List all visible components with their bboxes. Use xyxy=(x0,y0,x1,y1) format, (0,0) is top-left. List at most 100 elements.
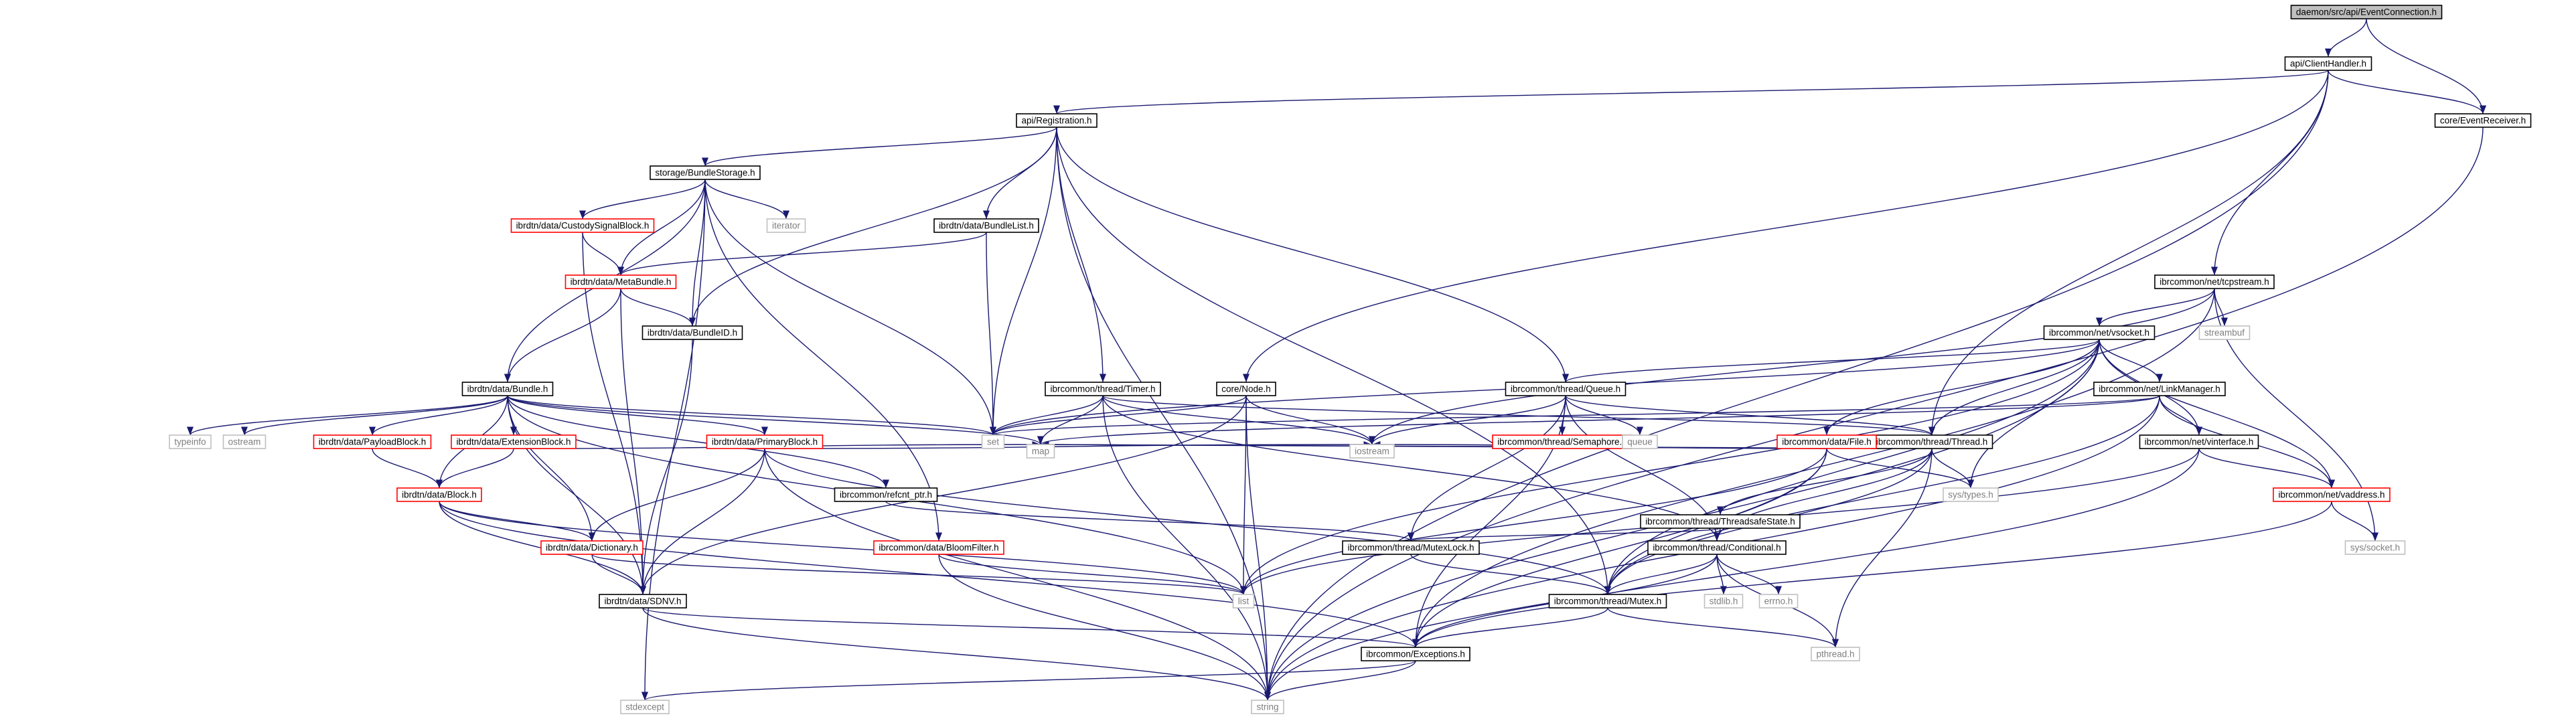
node-custodysignal[interactable]: ibrdtn/data/CustodySignalBlock.h xyxy=(510,218,655,233)
edge-dictionary-to-sdnv xyxy=(591,554,647,595)
edge-linkmanager-to-map xyxy=(1037,395,2160,445)
node-box xyxy=(2273,487,2391,502)
node-box xyxy=(873,540,1004,555)
edge-custodysignal-to-metabundle xyxy=(582,232,625,276)
node-eventreceiver[interactable]: core/EventReceiver.h xyxy=(2434,113,2532,128)
node-bundleid[interactable]: ibrdtn/data/BundleID.h xyxy=(641,325,743,340)
node-box xyxy=(706,434,824,449)
node-sdnv[interactable]: ibrdtn/data/SDNV.h xyxy=(599,594,687,609)
node-bundlelist[interactable]: ibrdtn/data/BundleList.h xyxy=(933,218,1039,233)
node-threadsafe[interactable]: ibrcommon/thread/ThreadsafeState.h xyxy=(1640,514,1801,529)
node-payloadblock[interactable]: ibrdtn/data/PayloadBlock.h xyxy=(313,434,432,449)
edge-sdnv-to-string xyxy=(642,607,1271,701)
node-box xyxy=(1943,487,1999,502)
node-errno: errno.h xyxy=(1758,594,1799,609)
edge-payloadblock-to-block xyxy=(372,448,443,489)
node-timer[interactable]: ibrcommon/thread/Timer.h xyxy=(1045,382,1161,396)
node-box xyxy=(1016,113,1097,128)
node-vsocket[interactable]: ibrcommon/net/vsocket.h xyxy=(2043,325,2155,340)
edge-bloomfilter-to-string xyxy=(938,554,1271,701)
node-refcnt[interactable]: ibrcommon/refcnt_ptr.h xyxy=(834,487,938,502)
edge-timer-to-set xyxy=(990,395,1104,436)
node-linkmanager[interactable]: ibrcommon/net/LinkManager.h xyxy=(2093,382,2226,396)
edge-registration-to-mutex xyxy=(1056,127,1612,595)
node-label: ibrdtn/data/Bundle.h xyxy=(467,384,548,394)
node-label: streambuf xyxy=(2204,328,2245,338)
node-primaryblock[interactable]: ibrdtn/data/PrimaryBlock.h xyxy=(706,434,824,449)
node-bloomfilter[interactable]: ibrcommon/data/BloomFilter.h xyxy=(873,540,1004,555)
node-tcpstream[interactable]: ibrcommon/net/tcpstream.h xyxy=(2154,274,2275,289)
edge-root-to-eventreceiver xyxy=(2366,18,2487,114)
edge-tcpstream-to-vsocket xyxy=(2096,288,2215,327)
node-metabundle[interactable]: ibrdtn/data/MetaBundle.h xyxy=(564,274,677,289)
node-box xyxy=(313,434,432,449)
edge-clienthandler-to-thread xyxy=(1928,70,2329,436)
node-conditional[interactable]: ibrcommon/thread/Conditional.h xyxy=(1647,540,1787,555)
node-file[interactable]: ibrcommon/data/File.h xyxy=(1776,434,1877,449)
edge-clienthandler-to-registration xyxy=(1053,70,2329,114)
node-registration[interactable]: api/Registration.h xyxy=(1016,113,1097,128)
node-exceptions[interactable]: ibrcommon/Exceptions.h xyxy=(1361,647,1470,661)
node-box xyxy=(641,325,743,340)
node-bundle[interactable]: ibrdtn/data/Bundle.h xyxy=(461,382,554,396)
node-queuestd: queue xyxy=(1622,434,1658,449)
node-semaphore[interactable]: ibrcommon/thread/Semaphore.h xyxy=(1492,434,1633,449)
edge-timer-to-thread xyxy=(1102,395,1935,436)
node-label: stdlib.h xyxy=(1710,596,1738,607)
edge-bundlestorage-to-bloomfilter xyxy=(704,179,943,542)
node-node[interactable]: core/Node.h xyxy=(1216,382,1276,396)
node-root[interactable]: daemon/src/api/EventConnection.h xyxy=(2290,5,2443,19)
edge-bundlestorage-to-stdexcept xyxy=(641,179,706,701)
node-systypes: sys/types.h xyxy=(1943,487,1999,502)
node-label: string xyxy=(1256,702,1278,712)
edge-bundlelist-to-set xyxy=(986,232,997,436)
edge-vsocket-to-mutex xyxy=(1604,339,2100,595)
edge-clienthandler-to-tcpstream xyxy=(2210,70,2329,276)
node-mutexlock[interactable]: ibrcommon/thread/MutexLock.h xyxy=(1342,540,1480,555)
node-label: errno.h xyxy=(1764,596,1793,607)
edge-vaddress-to-exceptions xyxy=(1412,501,2332,648)
node-box xyxy=(461,382,554,396)
edge-vsocket-to-thread xyxy=(1928,339,2100,436)
edge-dictionary-to-list xyxy=(591,554,1247,595)
node-bundlestorage[interactable]: storage/BundleStorage.h xyxy=(650,165,761,180)
node-box xyxy=(1026,444,1055,459)
edge-bundlestorage-to-custodysignal xyxy=(579,179,706,220)
node-box xyxy=(1647,540,1787,555)
edge-registration-to-set xyxy=(989,127,1057,436)
node-box xyxy=(2290,5,2443,19)
node-mutex[interactable]: ibrcommon/thread/Mutex.h xyxy=(1548,594,1667,609)
edge-linkmanager-to-set xyxy=(990,395,2160,436)
node-typeinfo: typeinfo xyxy=(169,434,212,449)
node-queue[interactable]: ibrcommon/thread/Queue.h xyxy=(1505,382,1626,396)
edge-bundlestorage-to-set xyxy=(704,179,997,436)
node-block[interactable]: ibrdtn/data/Block.h xyxy=(396,487,482,502)
node-vinterface[interactable]: ibrcommon/net/vinterface.h xyxy=(2139,434,2259,449)
node-vaddress[interactable]: ibrcommon/net/vaddress.h xyxy=(2273,487,2391,502)
edge-registration-to-bundleid xyxy=(689,127,1057,327)
edge-refcnt-to-mutexlock xyxy=(885,501,1414,542)
edge-primaryblock-to-string xyxy=(764,448,1271,701)
node-clienthandler[interactable]: api/ClientHandler.h xyxy=(2284,56,2372,71)
node-pthread: pthread.h xyxy=(1811,647,1860,661)
node-box xyxy=(1349,444,1395,459)
node-label: ibrdtn/data/SDNV.h xyxy=(604,596,681,607)
node-box xyxy=(2344,540,2406,555)
node-box xyxy=(2198,325,2251,340)
edge-threadsafe-to-conditional xyxy=(1713,528,1721,542)
node-box xyxy=(169,434,212,449)
edge-bundlestorage-to-iterator xyxy=(704,179,789,220)
edge-exceptions-to-stdexcept xyxy=(641,660,1416,701)
node-thread[interactable]: ibrcommon/thread/Thread.h xyxy=(1870,434,1993,449)
node-label: ibrdtn/data/MetaBundle.h xyxy=(571,277,672,287)
node-extensionblock[interactable]: ibrdtn/data/ExtensionBlock.h xyxy=(451,434,577,449)
edge-bundle-to-ostream xyxy=(241,395,508,436)
node-label: ibrdtn/data/Dictionary.h xyxy=(546,543,638,553)
node-label: ibrdtn/data/CustodySignalBlock.h xyxy=(516,221,650,231)
node-dictionary[interactable]: ibrdtn/data/Dictionary.h xyxy=(540,540,643,555)
node-label: ibrcommon/thread/MutexLock.h xyxy=(1347,543,1474,553)
node-box xyxy=(2154,274,2275,289)
edge-bundlestorage-to-metabundle xyxy=(617,179,706,276)
node-label: ibrdtn/data/BundleID.h xyxy=(648,328,737,338)
